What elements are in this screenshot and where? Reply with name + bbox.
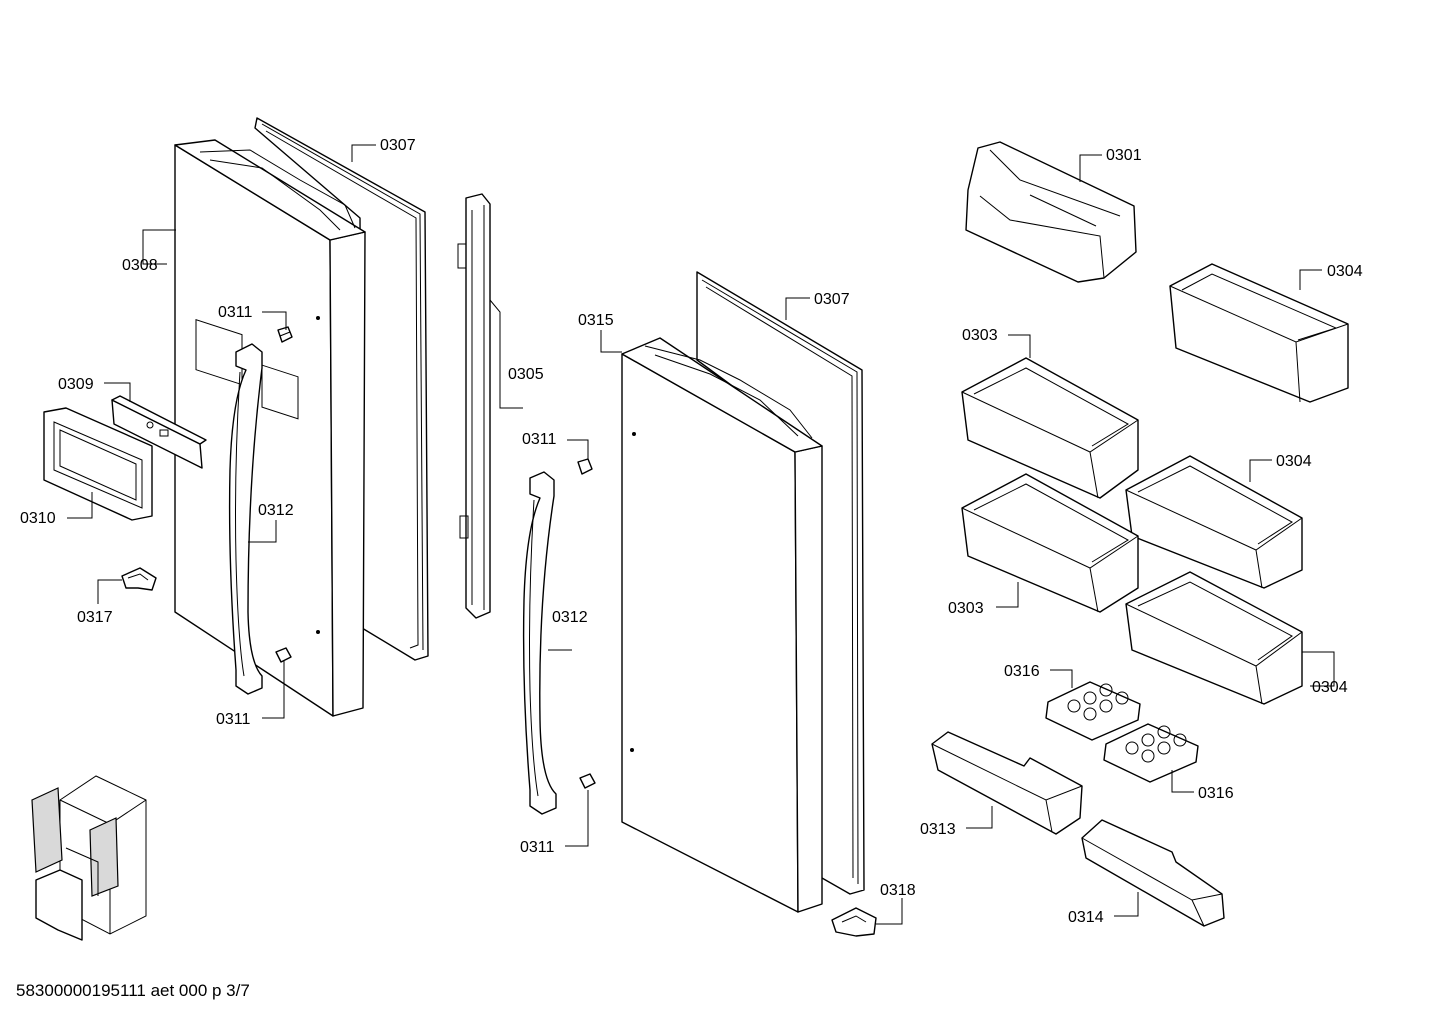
label-0316-upper: 0316 xyxy=(1004,663,1040,680)
label-0313: 0313 xyxy=(920,821,956,838)
door-panel-left xyxy=(174,139,366,717)
label-0308: 0308 xyxy=(122,257,158,274)
dairy-compartment xyxy=(965,141,1137,283)
label-0311-lower-right: 0311 xyxy=(520,839,555,856)
egg-tray-lower xyxy=(1103,723,1199,783)
label-0312-left: 0312 xyxy=(258,502,294,519)
door-bin-middle-left xyxy=(961,473,1139,613)
egg-tray-upper xyxy=(1045,681,1141,741)
hinge-pin-lower-left xyxy=(275,647,292,663)
label-0311-lower-left: 0311 xyxy=(216,711,251,728)
door-bin-upper-right xyxy=(1169,263,1349,403)
door-bin-upper-left xyxy=(961,357,1139,499)
label-0314: 0314 xyxy=(1068,909,1104,926)
label-0304-lower: 0304 xyxy=(1312,679,1348,696)
label-0303-lower: 0303 xyxy=(948,600,984,617)
label-0317: 0317 xyxy=(77,609,113,626)
dispenser-frame xyxy=(43,407,153,521)
label-0303-upper: 0303 xyxy=(962,327,998,344)
label-0304-middle: 0304 xyxy=(1276,453,1312,470)
hinge-pin-upper-right xyxy=(577,458,593,475)
door-handle-right xyxy=(522,471,557,815)
door-handle-left xyxy=(228,343,263,695)
label-0311-upper-left: 0311 xyxy=(218,304,253,321)
label-0316-lower: 0316 xyxy=(1198,785,1234,802)
door-panel-right xyxy=(621,337,823,913)
label-0307-left: 0307 xyxy=(380,137,416,154)
label-0307-right: 0307 xyxy=(814,291,850,308)
label-0312-right: 0312 xyxy=(552,609,588,626)
label-0301: 0301 xyxy=(1106,147,1142,164)
hinge-pin-lower-right xyxy=(579,773,596,789)
label-0305: 0305 xyxy=(508,366,544,383)
control-board-bracket xyxy=(111,395,207,469)
label-0310: 0310 xyxy=(20,510,56,527)
hinge-pin-upper-left xyxy=(277,326,293,343)
label-0315: 0315 xyxy=(578,312,614,329)
door-clip-left xyxy=(121,567,157,591)
door-clip-right xyxy=(831,907,877,937)
label-0304-upper: 0304 xyxy=(1327,263,1363,280)
label-0318: 0318 xyxy=(880,882,916,899)
door-gasket-left xyxy=(254,117,429,661)
label-0311-upper-right: 0311 xyxy=(522,431,557,448)
small-door-bin-lower xyxy=(1081,819,1225,927)
label-0309: 0309 xyxy=(58,376,94,393)
mullion-trim-strip xyxy=(457,193,491,619)
document-id: 58300000195111 aet 000 p 3/7 xyxy=(16,981,250,1000)
fridge-orientation-thumbnail xyxy=(31,775,147,941)
leader-lines xyxy=(67,144,1335,925)
door-bin-middle-right xyxy=(1125,455,1303,589)
door-bin-lower-right xyxy=(1125,571,1303,705)
small-door-bin-upper xyxy=(931,731,1083,835)
